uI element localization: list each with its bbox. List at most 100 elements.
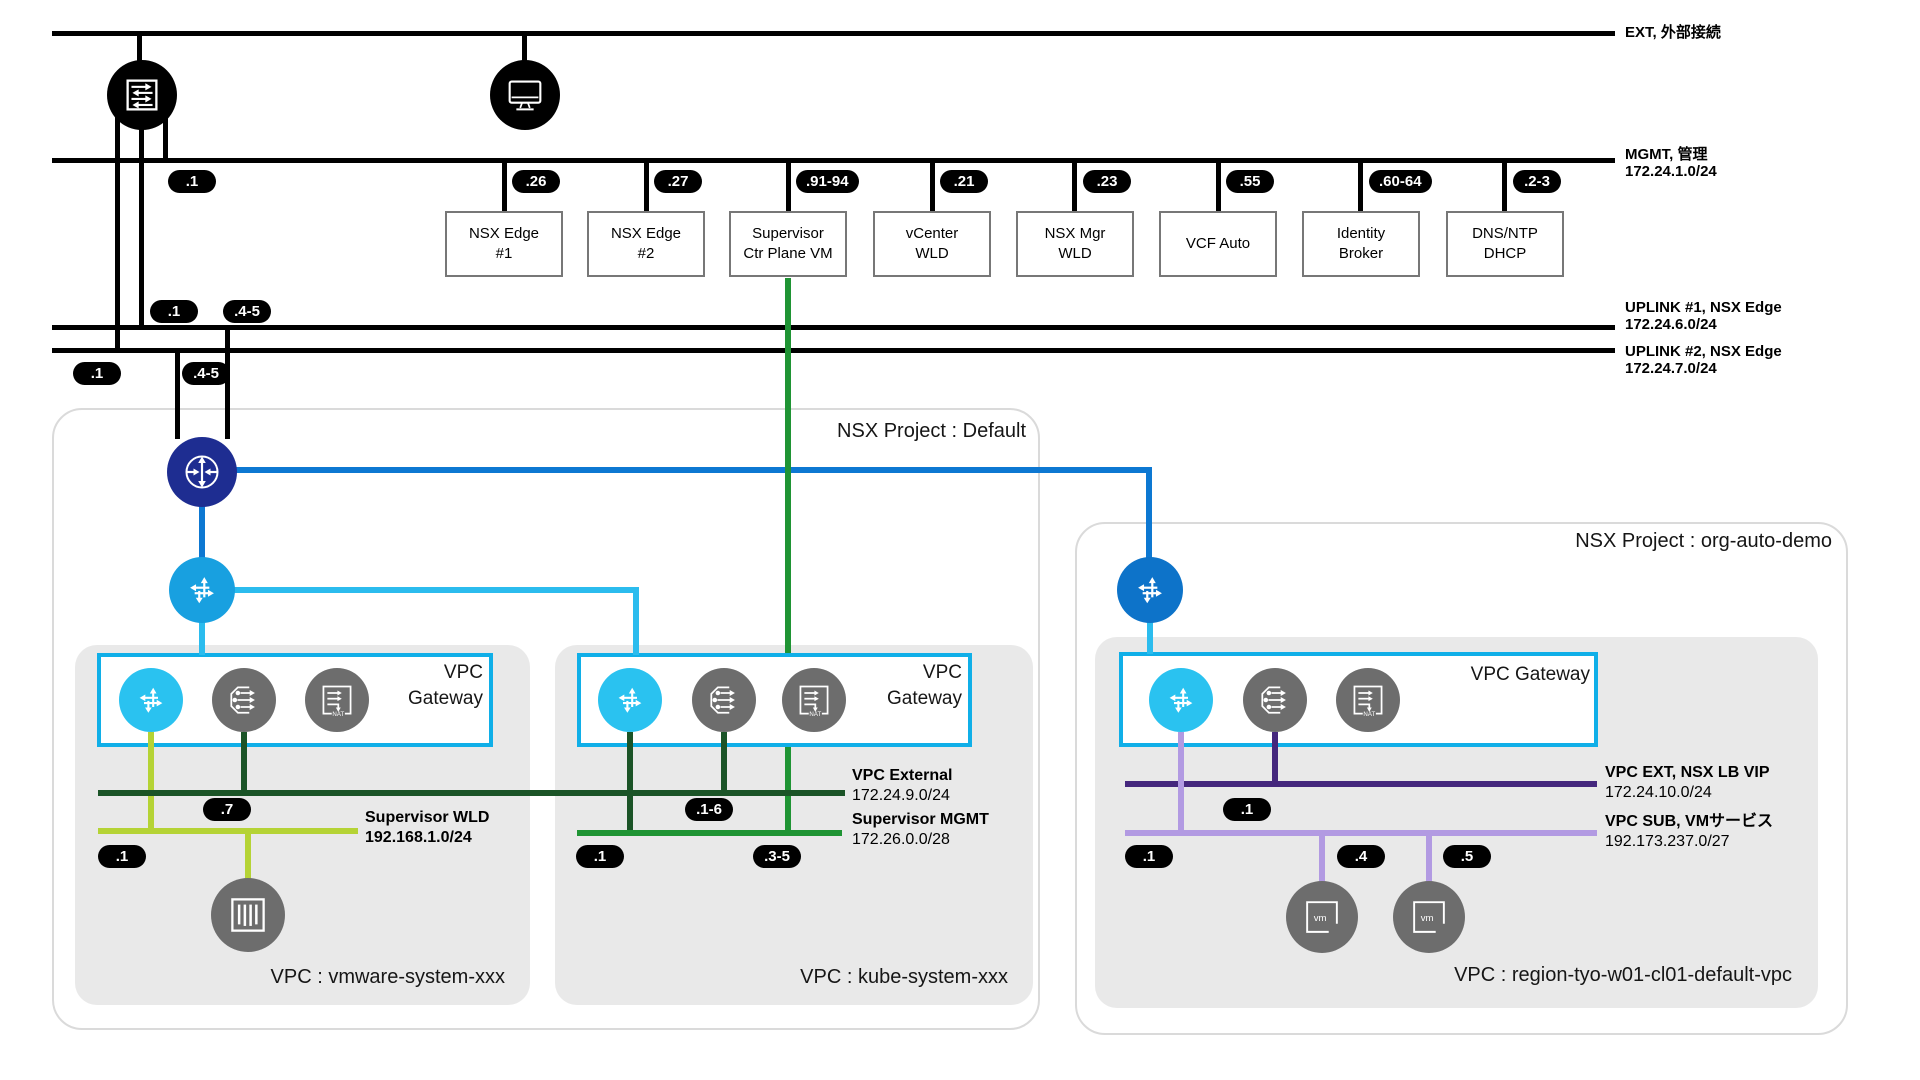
- t0-horizontal-link: [235, 467, 1152, 473]
- t1-vpc1-link: [199, 621, 205, 655]
- project-org-auto-demo-title: NSX Project : org-auto-demo: [1575, 530, 1832, 552]
- supervisor-ctrplane-link-upper: [785, 278, 791, 653]
- vpc2-mgmt-badge-b: .3-5: [753, 845, 801, 868]
- vpc2-loadbalancer-icon: [692, 668, 756, 732]
- node-badge: .60-64: [1369, 170, 1432, 193]
- vpc3-router-sub-link: [1178, 732, 1184, 830]
- vm2-link: [1426, 836, 1432, 882]
- t1-gateway-icon: [169, 557, 235, 623]
- vpc3-lb-ext-link: [1272, 732, 1278, 784]
- ext-monitor-link: [522, 33, 527, 62]
- vpc-gateway-box-kube: [577, 653, 972, 747]
- vpc3-router-icon: [1149, 668, 1213, 732]
- physical-switch-icon: [107, 60, 177, 130]
- vpc3-gateway-label: VPC Gateway: [1470, 664, 1590, 685]
- vpc3-sub-badge-a: .1: [1125, 845, 1173, 868]
- management-console-icon: [490, 60, 560, 130]
- node-label: WLD: [915, 245, 949, 262]
- vpc1-external-badge: .7: [203, 798, 251, 821]
- node-label: #2: [637, 245, 655, 262]
- node-label: DNS/NTP: [1472, 225, 1538, 242]
- mgmt-node-stub: [930, 160, 935, 212]
- node-badge: .26: [512, 170, 560, 193]
- t0-demo-t1-link: [1146, 470, 1152, 559]
- node-nsx-edge-1: NSX Edge#1: [445, 211, 563, 277]
- node-label: NSX Edge: [468, 225, 540, 242]
- node-label: Supervisor: [752, 225, 824, 242]
- vm1-link: [1319, 836, 1325, 882]
- ext-bus-label: EXT, 外部接続: [1625, 24, 1721, 41]
- t0-gateway-icon: [167, 437, 237, 507]
- nat-icon-label: NAT: [332, 711, 344, 718]
- node-badge: .27: [654, 170, 702, 193]
- vpc1-router-wld-link: [148, 732, 154, 831]
- pod-icon: [211, 878, 285, 952]
- uplink1-bus-line: [52, 325, 1615, 330]
- node-label: DHCP: [1483, 245, 1527, 262]
- vpc-external-line: [98, 790, 845, 796]
- uplink1-badge-gw: .1: [150, 300, 198, 323]
- mgmt-node-stub: [644, 160, 649, 212]
- node-label: Broker: [1338, 245, 1384, 262]
- vpc3-nat-icon: NAT: [1336, 668, 1400, 732]
- node-vcf-auto: VCF Auto: [1159, 211, 1277, 277]
- vpc3-sub-badge-c: .5: [1443, 845, 1491, 868]
- demo-t1-gateway-icon: [1117, 557, 1183, 623]
- switch-mgmt-link: [163, 100, 168, 162]
- uplink2-badge-gw: .1: [73, 362, 121, 385]
- vpc2-nat-icon: NAT: [782, 668, 846, 732]
- node-dns-ntp-dhcp: DNS/NTP DHCP: [1446, 211, 1564, 277]
- demo-t1-vpc3-link: [1147, 621, 1153, 654]
- mgmt-node-stub: [1502, 160, 1507, 212]
- switch-uplink1-link: [139, 100, 144, 329]
- vpc3-sub-badge-b: .4: [1337, 845, 1385, 868]
- vpc2-lb-external-link: [721, 732, 727, 793]
- vpc1-name: VPC : vmware-system-xxx: [270, 966, 505, 988]
- vpc1-lb-external-link: [241, 732, 247, 793]
- vpc1-router-icon: [119, 668, 183, 732]
- vm-icon: vm: [1393, 881, 1465, 953]
- supervisor-wld-line: [98, 828, 358, 834]
- vpc1-loadbalancer-icon: [212, 668, 276, 732]
- node-label: NSX Mgr: [1044, 225, 1106, 242]
- uplink2-bus-line: [52, 348, 1615, 353]
- node-label: Ctr Plane VM: [743, 245, 833, 262]
- mgmt-node-stub: [1072, 160, 1077, 212]
- node-badge: .23: [1083, 170, 1131, 193]
- node-label: VCF Auto: [1185, 235, 1251, 252]
- t1-vpc2-link: [633, 590, 639, 655]
- nat-icon-label: NAT: [809, 711, 821, 718]
- vpc-ext-lbvip-line: [1125, 781, 1597, 787]
- vm-icon-label: vm: [1314, 913, 1327, 924]
- node-label: NSX Edge: [610, 225, 682, 242]
- node-nsx-edge-2: NSX Edge #2: [587, 211, 705, 277]
- vpc1-pod-link: [245, 831, 251, 879]
- mgmt-gateway-badge: .1: [168, 170, 216, 193]
- node-badge: .55: [1226, 170, 1274, 193]
- vpc2-router-icon: [598, 668, 662, 732]
- supervisor-mgmt-line: [577, 830, 842, 836]
- vpc3-loadbalancer-icon: [1243, 668, 1307, 732]
- mgmt-node-stub: [1216, 160, 1221, 212]
- node-badge: .21: [940, 170, 988, 193]
- vpc1-wld-badge: .1: [98, 845, 146, 868]
- t1-horizontal-link: [233, 587, 639, 593]
- mgmt-node-stub: [502, 160, 507, 212]
- switch-uplink2-link: [115, 100, 120, 352]
- vpc2-name: VPC : kube-system-xxx: [800, 966, 1008, 988]
- node-label: WLD: [1058, 245, 1092, 262]
- vpc2-mgmt-badge-a: .1: [576, 845, 624, 868]
- t0-t1-link: [199, 505, 205, 559]
